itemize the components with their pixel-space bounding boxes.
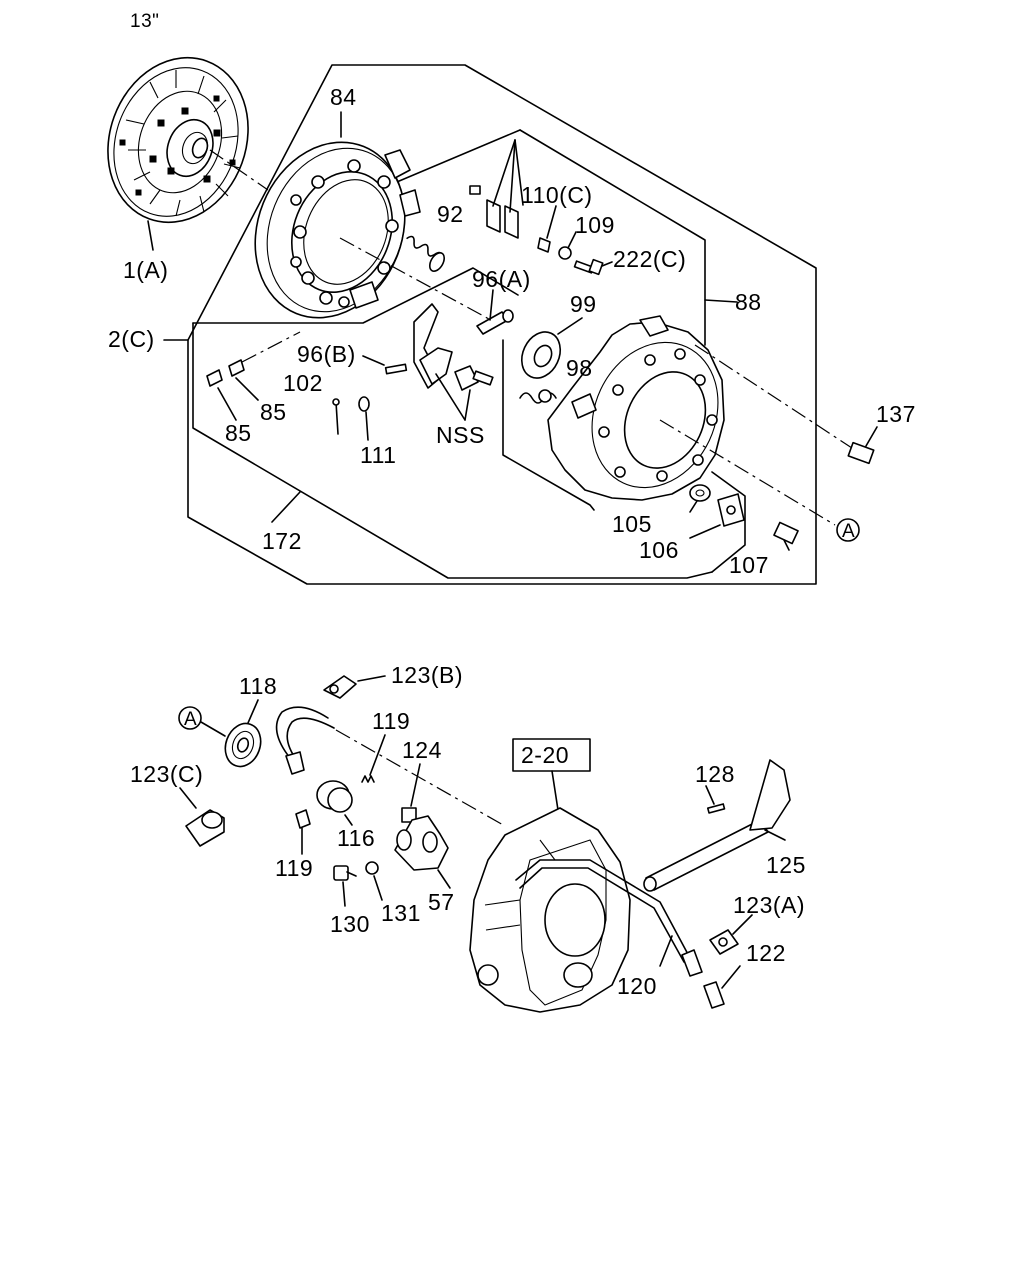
leader-1a (147, 220, 154, 251)
svg-text:A: A (842, 521, 855, 542)
clip-123a (709, 914, 753, 955)
label-96a: 96(A) (472, 266, 531, 292)
label-116: 116 (337, 825, 375, 851)
label-123a: 123(A) (733, 892, 805, 918)
bolt-222c (573, 258, 613, 276)
label-137: 137 (876, 401, 916, 427)
label-172: 172 (262, 528, 302, 554)
grease-fitting-122 (703, 965, 741, 1009)
label-2c: 2(C) (108, 326, 155, 352)
spring-119-upper (361, 734, 386, 783)
reference-marker-a-bottom: A (178, 706, 226, 737)
pin-102 (332, 398, 340, 435)
label-111: 111 (360, 442, 396, 468)
svg-text:A: A (184, 709, 197, 730)
label-1a: 1(A) (123, 257, 168, 283)
label-107: 107 (729, 552, 769, 578)
label-119-lower: 119 (275, 855, 313, 881)
label-131: 131 (381, 900, 421, 926)
grease-hose (275, 706, 506, 827)
label-92: 92 (437, 201, 464, 227)
plate-106 (689, 493, 745, 539)
label-124: 124 (402, 737, 442, 763)
label-130: 130 (330, 911, 370, 937)
label-96b: 96(B) (297, 341, 356, 367)
leader-88 (704, 299, 738, 303)
assembly-boundary-172 (192, 267, 713, 579)
retainer-99 (520, 317, 583, 379)
label-120: 120 (617, 973, 657, 999)
clutch-disc (107, 56, 249, 224)
washer-131 (365, 861, 383, 901)
pin-96a (476, 289, 514, 335)
group-reference-2-20: 2-20 (512, 738, 591, 811)
label-119-upper: 119 (372, 708, 410, 734)
label-102: 102 (283, 370, 323, 396)
washer-109 (558, 231, 577, 260)
label-109: 109 (575, 212, 615, 238)
label-222c: 222(C) (613, 246, 686, 272)
reference-marker-a-top: A (836, 518, 860, 542)
pivot-nss (435, 365, 494, 421)
spring-98 (519, 389, 557, 404)
spring-92 (406, 235, 446, 272)
label-106: 106 (639, 537, 679, 563)
bushing-85 (206, 331, 301, 421)
spring-119-lower (295, 809, 311, 855)
label-nss: NSS (436, 422, 485, 448)
bracket-110c (469, 139, 557, 253)
clip-123b (323, 675, 386, 699)
assembly-boundary-88 (384, 129, 746, 573)
cap-124 (401, 763, 421, 823)
bolt-137 (847, 426, 878, 465)
label-123b: 123(B) (391, 662, 463, 688)
cover-axis-line (694, 344, 856, 451)
svg-text:2-20: 2-20 (521, 742, 569, 768)
label-57: 57 (428, 889, 455, 915)
washer-111 (358, 396, 370, 441)
release-fork-57 (394, 815, 451, 889)
plate-axis-line (339, 237, 501, 326)
clutch-cover-88 (547, 315, 725, 501)
key-128 (705, 785, 726, 814)
label-98: 98 (566, 355, 593, 381)
label-118: 118 (239, 673, 277, 699)
assembly-boundary-2c (187, 64, 817, 585)
size-label: 13" (130, 11, 159, 32)
bearing-118 (224, 699, 262, 768)
bolt-130 (333, 865, 357, 907)
top-part-labels: 84 1(A) 2(C) 92 110(C) 109 222(C) 96(A) … (108, 84, 916, 578)
bottom-part-labels: 123(B) 118 119 124 123(C) 116 119 57 130… (130, 662, 806, 999)
release-lever (362, 303, 453, 389)
clutch-housing (469, 807, 631, 1013)
label-123c: 123(C) (130, 761, 203, 787)
bolt-107 (773, 521, 799, 551)
label-88: 88 (735, 289, 762, 315)
clip-123c (179, 787, 225, 847)
shaft-125 (643, 759, 791, 892)
pressure-plate-84 (254, 141, 421, 319)
label-105: 105 (612, 511, 652, 537)
label-99: 99 (570, 291, 597, 317)
label-84: 84 (330, 84, 357, 110)
label-85-right: 85 (260, 399, 287, 425)
disc-axis-line (209, 149, 269, 191)
sleeve-116 (316, 780, 353, 826)
cover-center-line (659, 419, 836, 526)
grease-pipe-120 (515, 859, 703, 977)
label-128: 128 (695, 761, 735, 787)
leader-172 (271, 491, 301, 523)
label-85-left: 85 (225, 420, 252, 446)
label-110c: 110(C) (521, 182, 593, 208)
nut-105 (689, 484, 711, 513)
label-125: 125 (766, 852, 806, 878)
label-122: 122 (746, 940, 786, 966)
